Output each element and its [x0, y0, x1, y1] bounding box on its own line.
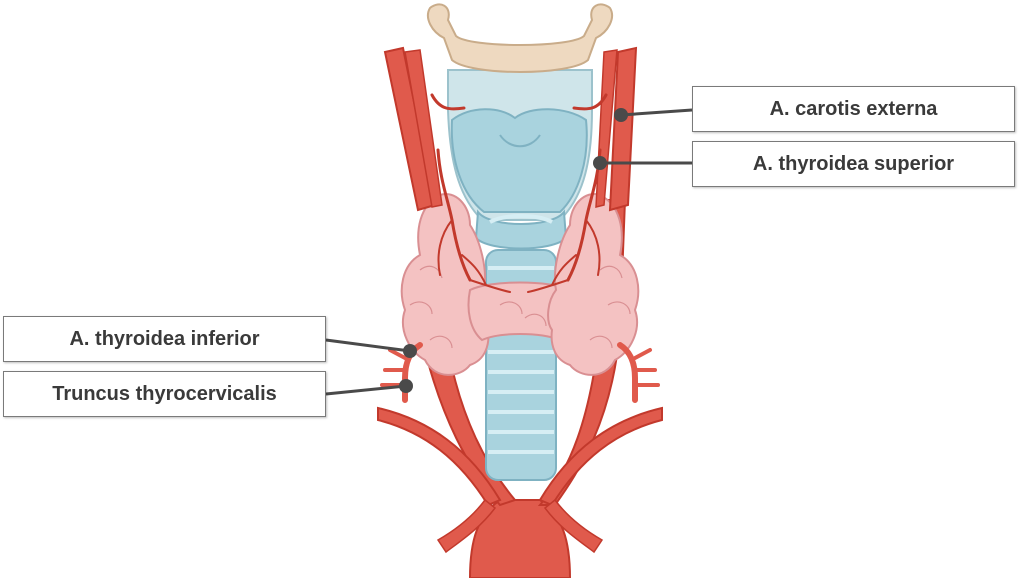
leader-carotis-externa	[620, 108, 693, 117]
leader-dot-thyroidea-inferior	[403, 344, 417, 358]
leader-dot-truncus-thyrocervicalis	[399, 379, 413, 393]
label-thyroidea-superior: A. thyroidea superior	[692, 141, 1015, 187]
leader-truncus-thyrocervicalis	[325, 384, 407, 396]
label-truncus-thyrocervicalis-text: Truncus thyrocervicalis	[52, 382, 277, 405]
label-thyroidea-inferior: A. thyroidea inferior	[3, 316, 326, 362]
hyoid-bone	[426, 3, 614, 73]
label-carotis-externa-text: A. carotis externa	[769, 97, 938, 120]
label-thyroidea-superior-text: A. thyroidea superior	[752, 152, 955, 175]
label-thyroidea-inferior-text: A. thyroidea inferior	[69, 327, 260, 350]
larynx	[447, 69, 593, 250]
superior-thyroid-arteries	[430, 93, 608, 293]
carotid-externa-left	[383, 46, 443, 212]
label-carotis-externa: A. carotis externa	[692, 86, 1015, 132]
leader-thyroidea-inferior	[325, 338, 411, 353]
inferior-thyroid-arteries	[380, 342, 660, 403]
leader-dot-thyroidea-superior	[593, 156, 607, 170]
thyroid-gland	[400, 193, 640, 376]
leader-dot-carotis-externa	[614, 108, 628, 122]
label-truncus-thyrocervicalis: Truncus thyrocervicalis	[3, 371, 326, 417]
carotid-externa-right	[595, 46, 638, 212]
leader-lines	[325, 108, 693, 396]
